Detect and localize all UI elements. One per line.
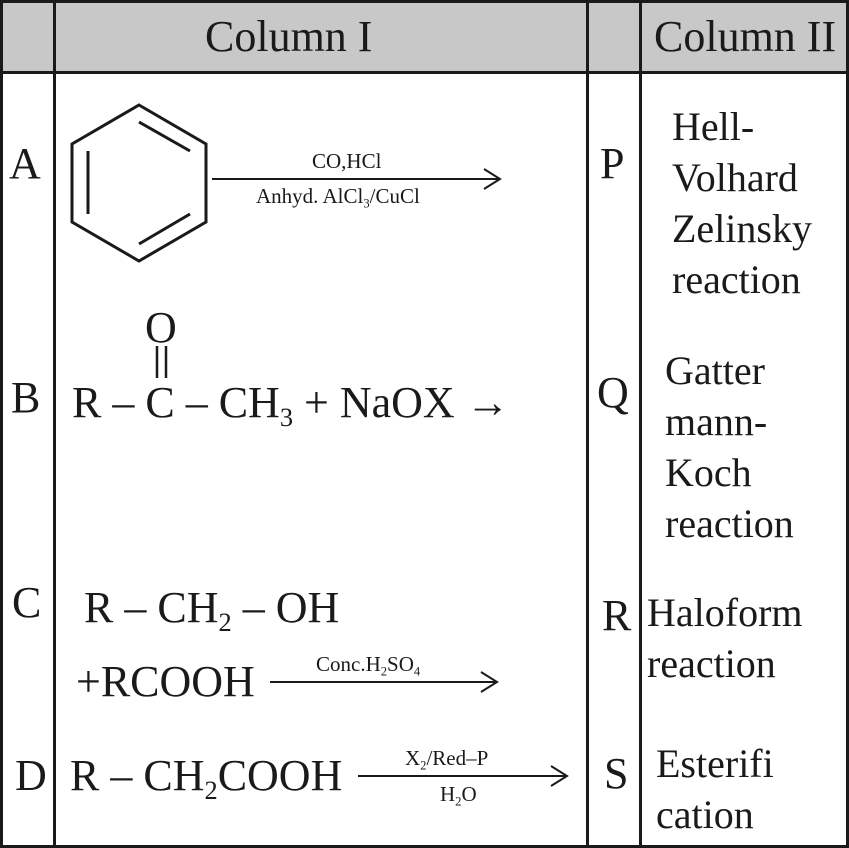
- header-cell-blank-left: [2, 2, 54, 72]
- reagent-d-bottom-text-2: O: [461, 782, 477, 806]
- column-divider-3: [639, 0, 642, 848]
- carbonyl-oxygen: O: [145, 303, 177, 352]
- header-cell-column-2: [642, 2, 847, 72]
- equation-b-sub: 3: [279, 402, 294, 433]
- row-letter-c: C: [12, 578, 42, 627]
- row-letter-b: B: [11, 373, 41, 422]
- match-letter-q: Q: [597, 368, 629, 417]
- reagent-d-top-text: X: [405, 746, 421, 770]
- table-border-left: [0, 0, 3, 848]
- column-divider-2: [586, 0, 589, 848]
- reagent-a-bottom-text: Anhyd. AlCl: [256, 184, 364, 208]
- match-letter-p: P: [600, 139, 625, 188]
- table-border-right: [846, 0, 849, 848]
- column-1-header: Column I: [205, 12, 373, 61]
- table-border-top: [0, 0, 849, 3]
- reagent-d-bottom: H2O: [440, 782, 477, 809]
- match-letter-r: R: [602, 591, 632, 640]
- reagent-c-sub-1: 2: [380, 664, 388, 679]
- equation-c-line-2: +RCOOH: [76, 657, 255, 706]
- column-2-header: Column II: [654, 12, 837, 61]
- reagent-c-text-2: SO: [387, 652, 414, 676]
- header-cell-blank-mid: [589, 2, 640, 72]
- equation-b: R – C – CH3 + NaOX →: [72, 377, 510, 430]
- reagent-d-top: X2/Red–P: [405, 746, 489, 773]
- reagent-a-bottom-text-2: /CuCl: [369, 184, 420, 208]
- header-divider: [0, 71, 849, 74]
- reagent-d-top-sub: 2: [420, 758, 427, 773]
- reagent-d-bottom-text: H: [440, 782, 456, 806]
- equation-b-text-2: + NaOX →: [293, 378, 510, 427]
- equation-c-line-1-text: R – CH: [84, 583, 219, 632]
- match-letter-s: S: [604, 749, 629, 798]
- match-text-s: Esterifi cation: [656, 741, 774, 837]
- row-letter-d: D: [15, 751, 47, 800]
- match-text-r: Haloform reaction: [647, 590, 803, 686]
- reagent-a-bottom: Anhyd. AlCl3/CuCl: [256, 184, 420, 211]
- reagent-c: Conc.H2SO4: [316, 652, 421, 679]
- equation-b-text: R – C – CH: [72, 378, 280, 427]
- table-border-bottom: [0, 845, 849, 848]
- match-text-q: Gatter mann-Koch reaction: [665, 348, 794, 546]
- reagent-c-text: Conc.H: [316, 652, 381, 676]
- reagent-a-top: CO,HCl: [312, 149, 382, 173]
- equation-d-sub: 2: [204, 775, 218, 806]
- column-divider-1: [53, 0, 56, 848]
- equation-c-line-1-text-2: – OH: [231, 583, 340, 632]
- match-text-p: Hell-Volhard Zelinsky reaction: [672, 104, 812, 302]
- equation-d: R – CH2COOH: [70, 750, 343, 803]
- header-cell-column-1: [56, 2, 587, 72]
- equation-d-text: R – CH: [70, 751, 205, 800]
- reagent-d-bottom-sub: 2: [455, 794, 462, 809]
- reagent-d-top-text-2: /Red–P: [426, 746, 489, 770]
- row-letter-a: A: [9, 139, 41, 188]
- equation-d-text-2: COOH: [217, 751, 343, 800]
- reagent-a-bottom-sub: 3: [363, 196, 370, 211]
- equation-c-line-1-sub: 2: [218, 607, 232, 638]
- reagent-c-sub-2: 4: [413, 664, 421, 679]
- equation-c-line-1: R – CH2 – OH: [84, 582, 340, 635]
